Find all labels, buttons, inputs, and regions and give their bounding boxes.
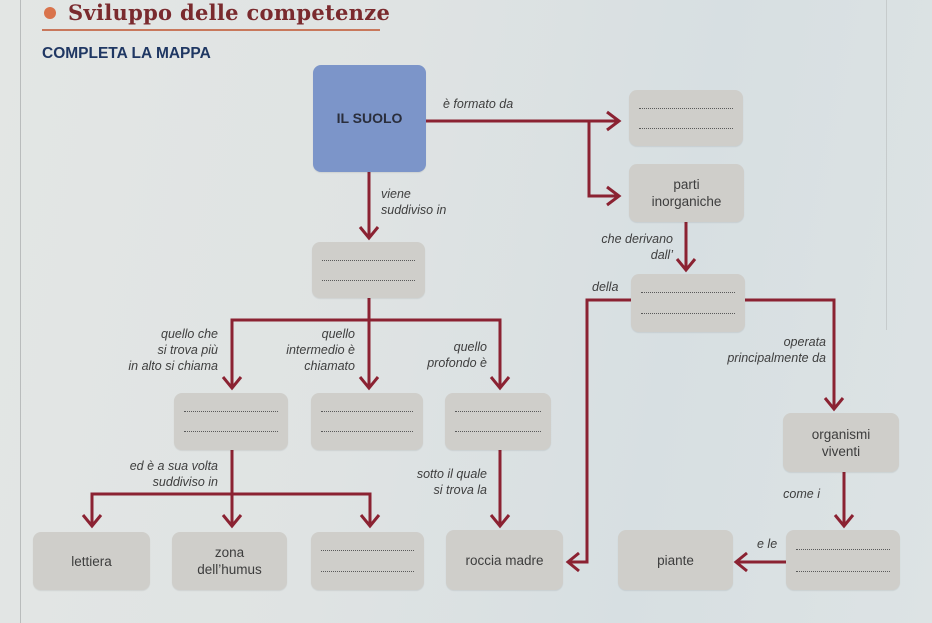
- blank-node-layers[interactable]: [312, 242, 425, 298]
- blank-node-organisms[interactable]: [786, 530, 900, 590]
- link-line: profondo è: [427, 356, 487, 370]
- link-line: dall’: [650, 248, 673, 262]
- link-come-i: come i: [783, 487, 820, 501]
- arrow-head: [81, 514, 103, 529]
- blank-line[interactable]: [321, 571, 414, 572]
- node-piante: piante: [618, 530, 733, 590]
- link-line: si trova la: [433, 483, 488, 497]
- link-line: quello che: [161, 327, 218, 341]
- link-line: quello: [321, 327, 355, 341]
- root-label: IL SUOLO: [336, 110, 403, 126]
- arrow-head: [489, 376, 511, 391]
- link-line: si trova più: [157, 343, 218, 357]
- arrow-head: [823, 397, 845, 412]
- blank-line[interactable]: [796, 570, 890, 572]
- blank-node-sublayer[interactable]: [311, 532, 424, 590]
- link-line: quello: [453, 340, 487, 354]
- node-label: lettiera: [71, 553, 112, 569]
- node-label: roccia madre: [465, 552, 544, 568]
- blank-line[interactable]: [184, 410, 278, 412]
- link-profondo: quello profondo è: [387, 339, 487, 371]
- node-label: zona: [214, 545, 245, 560]
- arrow-head: [675, 258, 697, 273]
- link-intermedio: quello intermedio è chiamato: [245, 326, 355, 374]
- node-label: piante: [657, 552, 694, 568]
- root-node: IL SUOLO: [313, 65, 426, 172]
- link-line: in alto si chiama: [128, 359, 218, 373]
- blank-line[interactable]: [321, 431, 413, 433]
- link-line: che derivano: [601, 232, 673, 246]
- blank-line[interactable]: [321, 550, 414, 551]
- blank-line[interactable]: [796, 548, 890, 550]
- link-e-le: e le: [757, 537, 778, 551]
- arrow-head: [833, 514, 855, 529]
- arrow-head: [565, 551, 580, 573]
- link-line: ed è a sua volta: [129, 459, 218, 473]
- exercise-heading: COMPLETA LA MAPPA: [42, 45, 211, 62]
- blank-line[interactable]: [454, 410, 542, 412]
- blank-line[interactable]: [322, 279, 415, 281]
- node-label: organismi: [811, 426, 871, 442]
- title-underline: [42, 29, 380, 31]
- blank-line[interactable]: [321, 410, 413, 412]
- link-della: della: [592, 280, 619, 294]
- link-line: suddiviso in: [152, 475, 218, 489]
- arrow-head: [359, 514, 381, 529]
- node-roccia-madre: roccia madre: [446, 530, 563, 590]
- blank-node-components[interactable]: [629, 90, 743, 146]
- blank-node-middle-layer[interactable]: [311, 393, 423, 450]
- arrow-head: [489, 514, 511, 529]
- node-label: inorganiche: [651, 194, 722, 209]
- link-operata: operata principalmente da: [686, 334, 826, 366]
- connector-branch: [587, 121, 618, 198]
- link-sotto: sotto il quale si trova la: [387, 466, 487, 498]
- connector-della-roccia: [569, 298, 631, 564]
- link-formato-da: è formato da: [443, 97, 514, 111]
- node-label: parti: [673, 177, 700, 192]
- node-label: dell’humus: [197, 562, 262, 577]
- link-suddiviso: viene suddiviso in: [381, 186, 446, 218]
- arrow-head: [606, 110, 622, 132]
- blank-node-origin[interactable]: [631, 274, 745, 332]
- connector-sub-bar: [90, 492, 372, 526]
- page-margin-line: [20, 0, 21, 623]
- node-lettiera: lettiera: [33, 532, 150, 590]
- link-a-sua-volta: ed è a sua volta suddiviso in: [88, 458, 218, 490]
- link-line: suddiviso in: [381, 203, 447, 217]
- node-parti-inorganiche: parti inorganiche: [629, 164, 744, 222]
- blank-line[interactable]: [641, 292, 735, 293]
- node-label: viventi: [821, 443, 861, 459]
- blank-node-deep-layer[interactable]: [445, 393, 551, 450]
- page-margin-line-right: [886, 0, 887, 330]
- link-alto: quello che si trova più in alto si chiama: [88, 326, 218, 374]
- blank-line[interactable]: [639, 127, 733, 129]
- link-line: viene: [381, 187, 411, 201]
- connector-operata: [745, 298, 836, 409]
- blank-line[interactable]: [641, 313, 735, 314]
- connector-layers-bar: [230, 318, 502, 388]
- link-line: intermedio è: [286, 343, 355, 357]
- blank-line[interactable]: [639, 107, 733, 109]
- arrow-head: [358, 376, 380, 391]
- link-line: chiamato: [304, 359, 355, 373]
- blank-line[interactable]: [184, 431, 278, 433]
- link-line: operata: [783, 335, 826, 349]
- arrow-head: [221, 376, 243, 391]
- link-derivano: che derivano dall’: [573, 231, 673, 263]
- blank-node-top-layer[interactable]: [174, 393, 288, 450]
- arrow-head: [733, 551, 748, 573]
- arrow-head: [606, 185, 622, 207]
- arrow-head: [221, 514, 243, 529]
- link-line: sotto il quale: [416, 467, 487, 481]
- arrow-head: [358, 226, 380, 241]
- blank-line[interactable]: [454, 431, 542, 433]
- bullet-icon: [44, 7, 56, 19]
- link-line: principalmente da: [727, 351, 826, 365]
- section-title: Sviluppo delle competenze: [68, 0, 391, 25]
- blank-line[interactable]: [322, 259, 415, 261]
- node-zona-humus: zona dell’humus: [172, 532, 287, 590]
